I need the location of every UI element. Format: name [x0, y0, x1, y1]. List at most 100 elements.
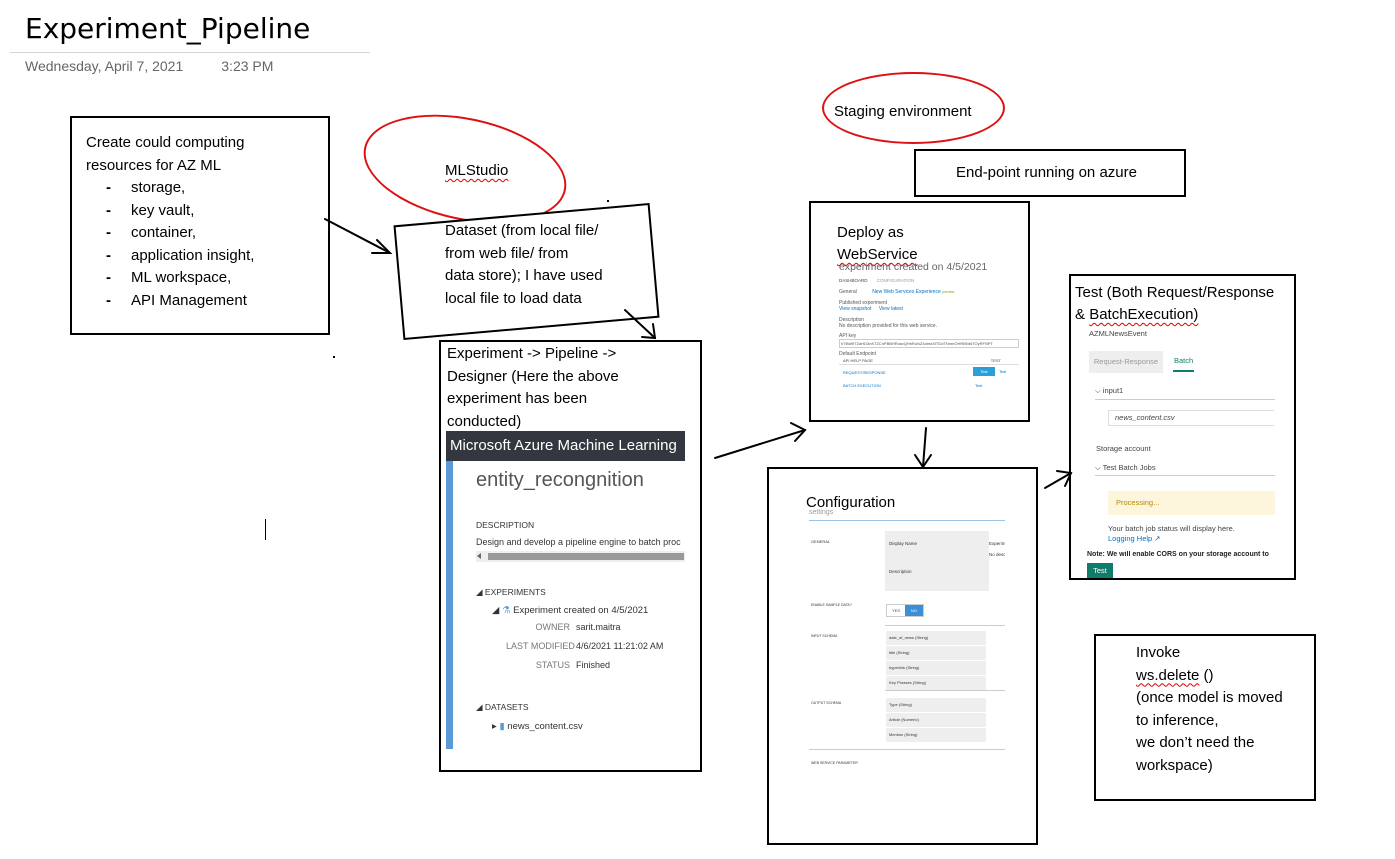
request-test-button[interactable]: Test: [973, 367, 995, 376]
experiments-label: ◢ EXPERIMENTS: [476, 587, 546, 597]
schema-field: Type (String): [886, 698, 986, 712]
tab-batch[interactable]: Batch: [1173, 356, 1195, 372]
list-item: storage,: [106, 177, 328, 200]
ws-description-text: No description provided for this web ser…: [839, 323, 938, 329]
test-line-1: Test (Both Request/Response: [1075, 284, 1275, 301]
ws-row-request: REQUEST/RESPONSE Test Test: [839, 365, 1019, 379]
processing-box: Processing...: [1108, 491, 1275, 515]
schema-field: title (String): [886, 646, 986, 660]
title-divider: [10, 52, 370, 53]
config-rule-2: [885, 625, 1005, 626]
arrow-experiment-to-deploy: [714, 422, 807, 459]
tab-configuration[interactable]: CONFIGURATION: [876, 278, 915, 283]
test-batch-jobs-row[interactable]: ⌵ Test Batch Jobs: [1095, 463, 1156, 473]
experiment-line: Designer (Here the above: [447, 367, 619, 385]
ws-parameter-label: WEB SERVICE PARAMETER: [811, 761, 858, 765]
config-description-value[interactable]: No descr: [989, 552, 1005, 557]
dataset-item[interactable]: ▸ ▮ news_content.csv: [492, 721, 583, 732]
list-item: key vault,: [106, 200, 328, 223]
dot-mark: [333, 356, 335, 358]
status-value: Finished: [576, 660, 611, 670]
chevron-down-icon: ⌵: [1095, 463, 1101, 472]
list-item: container,: [106, 222, 328, 245]
schema-field: Key Phrases (String): [886, 676, 986, 690]
config-general-label: GENERAL: [811, 539, 831, 544]
invoke-text: Invoke ws.delete () (once model is moved…: [1136, 642, 1283, 777]
invoke-box: Invoke ws.delete () (once model is moved…: [1094, 634, 1316, 801]
display-name-value[interactable]: Experime: [989, 541, 1005, 546]
scrollbar-left-icon[interactable]: [477, 553, 481, 559]
text-cursor: [265, 519, 266, 540]
rule-2: [1095, 475, 1275, 476]
ws-general-row: General New Web Services Experience prev…: [839, 289, 1019, 295]
col-api-help: API HELP PAGE: [843, 358, 873, 363]
config-settings-label: settings: [809, 509, 834, 516]
invoke-line: workspace): [1136, 756, 1213, 774]
logging-help-link[interactable]: Logging Help ↗: [1108, 534, 1161, 543]
test-batch-jobs-label: Test Batch Jobs: [1102, 463, 1156, 472]
input1-row[interactable]: ⌵ input1: [1095, 386, 1123, 396]
status-label: STATUS: [535, 660, 570, 670]
app-name: AZMLNewsEvent: [1089, 329, 1147, 338]
ws-tabs: DASHBOARD CONFIGURATION: [839, 278, 1019, 283]
input-fields: date_of_news (String) title (String) hyp…: [886, 631, 1005, 690]
status-message: Your batch job status will display here.: [1108, 524, 1235, 533]
col-test: TEST: [990, 358, 1001, 363]
invoke-line: we don’t need the: [1136, 734, 1255, 751]
ws-row-batch: BATCH EXECUTION Test: [839, 379, 1019, 391]
schema-field: Mention (String): [886, 728, 986, 742]
chevron-down-icon: ⌵: [1095, 386, 1101, 395]
configuration-title: Configuration: [806, 494, 896, 511]
config-rule-3: [885, 690, 1005, 691]
batch-test-link[interactable]: Test: [975, 383, 983, 388]
deploy-line-1: Deploy as: [837, 224, 904, 241]
cors-note: Note: We will enable CORS on your storag…: [1087, 551, 1269, 558]
sample-data-toggle[interactable]: YES NO: [886, 604, 924, 617]
staging-label: Staging environment: [834, 103, 972, 120]
batch-execution-link[interactable]: BATCH EXECUTION: [843, 383, 881, 388]
dataset-line: Dataset (from local file/: [445, 222, 599, 239]
resources-box: Create could computing resources for AZ …: [70, 116, 330, 335]
toggle-no[interactable]: NO: [905, 605, 923, 616]
entity-title: entity_recongnition: [476, 469, 644, 491]
config-rule: [809, 520, 1005, 521]
scrollbar[interactable]: [476, 551, 685, 562]
tab-dashboard[interactable]: DASHBOARD: [839, 278, 868, 283]
ws-apikey-field[interactable]: h7f8d9f7ZaHD3nK7ZCnPBBHRuiwQHbRuNZ4dmdXl…: [839, 339, 1019, 348]
config-screenshot: settings GENERAL Display Name Experime D…: [809, 509, 1005, 809]
dataset-text: Dataset (from local file/ from web file/…: [445, 220, 603, 310]
scrollbar-thumb[interactable]: [488, 553, 684, 560]
schema-field: Article (Numeric): [886, 713, 986, 727]
file-field[interactable]: news_content.csv: [1108, 410, 1274, 426]
config-rule-4: [809, 749, 1005, 750]
owner-label: OWNER: [535, 622, 571, 632]
list-item: application insight,: [106, 245, 328, 268]
list-item: API Management: [106, 290, 328, 313]
azure-header: Microsoft Azure Machine Learning: [446, 431, 685, 461]
ws-default-endpoint: Default Endpoint: [839, 351, 876, 357]
experiment-item[interactable]: ◢ ⚗ Experiment created on 4/5/2021: [492, 605, 649, 616]
tab-request-response[interactable]: Request-Response: [1089, 351, 1163, 373]
date-text: Wednesday, April 7, 2021: [25, 58, 184, 74]
arrow-deploy-to-configuration: [914, 427, 932, 469]
experiment-line: experiment has been: [447, 390, 588, 407]
description-text: Design and develop a pipeline engine to …: [476, 537, 681, 547]
toggle-yes[interactable]: YES: [891, 608, 900, 613]
input1-label: input1: [1102, 386, 1124, 395]
request-response-link[interactable]: REQUEST/RESPONSE: [843, 370, 886, 375]
view-latest-link[interactable]: View latest: [878, 306, 903, 312]
display-name-label: Display Name: [889, 541, 918, 546]
test-button[interactable]: Test: [1087, 563, 1113, 578]
view-snapshot-link[interactable]: View snapshot: [839, 306, 872, 312]
configuration-box: Configuration settings GENERAL Display N…: [767, 467, 1038, 845]
new-experience-link[interactable]: New Web Services Experience: [872, 289, 941, 295]
request-test-link[interactable]: Test: [999, 369, 1007, 374]
ws-table-header: API HELP PAGE TEST: [839, 358, 1019, 365]
ws-snapshot-row: View snapshot View latest: [839, 306, 1019, 312]
staging-ellipse: [822, 72, 1005, 144]
invoke-line: Invoke: [1136, 644, 1181, 661]
resources-heading-1: Create could computing: [86, 134, 245, 151]
